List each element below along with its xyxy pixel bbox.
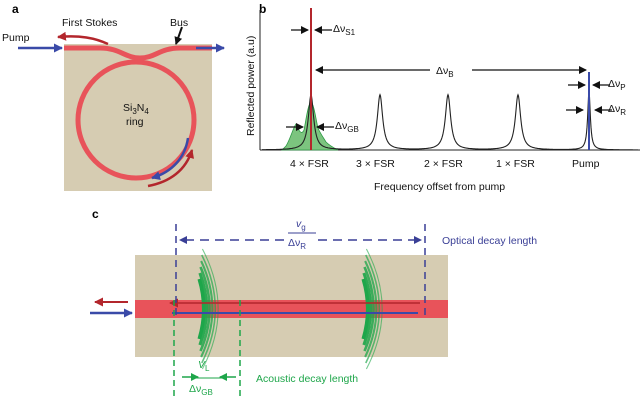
acoustic-decay-label: Acoustic decay length — [256, 373, 358, 385]
acoustic-wavefront-arc — [199, 266, 211, 352]
panel-a-letter: a — [12, 2, 19, 16]
acoustic-wavefront-arc — [200, 260, 214, 358]
ring-red-arrow — [147, 149, 195, 188]
spectrum-curve — [262, 91, 638, 151]
ring-word-label: ring — [126, 116, 144, 128]
ring-resonator — [75, 59, 197, 181]
acoustic-wavefronts — [197, 248, 383, 370]
dnu-p-label: ΔνP — [608, 78, 626, 92]
acoustic-wavefront-arc — [201, 254, 216, 364]
pump-label-a: Pump — [2, 32, 30, 44]
acoustic-wavefront-arc — [363, 266, 375, 352]
panel-c-letter: c — [92, 207, 99, 221]
tick-1fsr: 1 × FSR — [496, 158, 535, 170]
bus-pointer-arrow — [174, 26, 183, 45]
ring-material-label: Si3N4 — [123, 102, 149, 116]
panel-a: a Pump First Stokes Bus Si3N4 ring — [2, 2, 225, 191]
vl-numerator: VL — [198, 359, 210, 373]
panel-b-letter: b — [259, 2, 266, 16]
bus-label: Bus — [170, 17, 188, 29]
optical-decay-label: Optical decay length — [442, 235, 537, 247]
dnu-s1-label: ΔνS1 — [333, 23, 356, 37]
dnu-gb-label: ΔνGB — [335, 120, 359, 134]
acoustic-wavefront-arc — [201, 248, 219, 370]
tick-4fsr: 4 × FSR — [290, 158, 329, 170]
dnu-b-label: ΔνB — [436, 65, 454, 79]
tick-3fsr: 3 × FSR — [356, 158, 395, 170]
dnu-r-label: ΔνR — [608, 103, 626, 117]
tick-pump: Pump — [572, 158, 600, 170]
vg-numerator: vg — [296, 218, 306, 232]
acoustic-wavefront-arc — [198, 272, 209, 346]
first-stokes-label: First Stokes — [62, 17, 117, 29]
acoustic-wavefront-arc — [197, 278, 206, 340]
tick-2fsr: 2 × FSR — [424, 158, 463, 170]
first-stokes-arrow — [57, 31, 109, 46]
x-axis-label: Frequency offset from pump — [374, 181, 505, 193]
acoustic-wavefront-arc — [362, 272, 373, 346]
panel-b: b Reflected power (a.u) Frequency offset… — [245, 2, 640, 193]
vg-denominator: ΔνR — [288, 237, 306, 251]
panel-c: c vg ΔνR Optical decay length VL ΔνGB Ac… — [90, 207, 537, 398]
acoustic-wavefront-arc — [361, 278, 370, 340]
acoustic-wavefront-arc — [364, 260, 378, 358]
chip-a — [64, 44, 212, 191]
acoustic-wavefront-arc — [365, 248, 383, 370]
bus-waveguide — [64, 45, 212, 61]
vl-denominator: ΔνGB — [189, 383, 213, 397]
y-axis-label: Reflected power (a.u) — [245, 36, 257, 136]
acoustic-wavefront-arc — [365, 254, 380, 364]
ring-blue-arrow — [151, 137, 190, 181]
